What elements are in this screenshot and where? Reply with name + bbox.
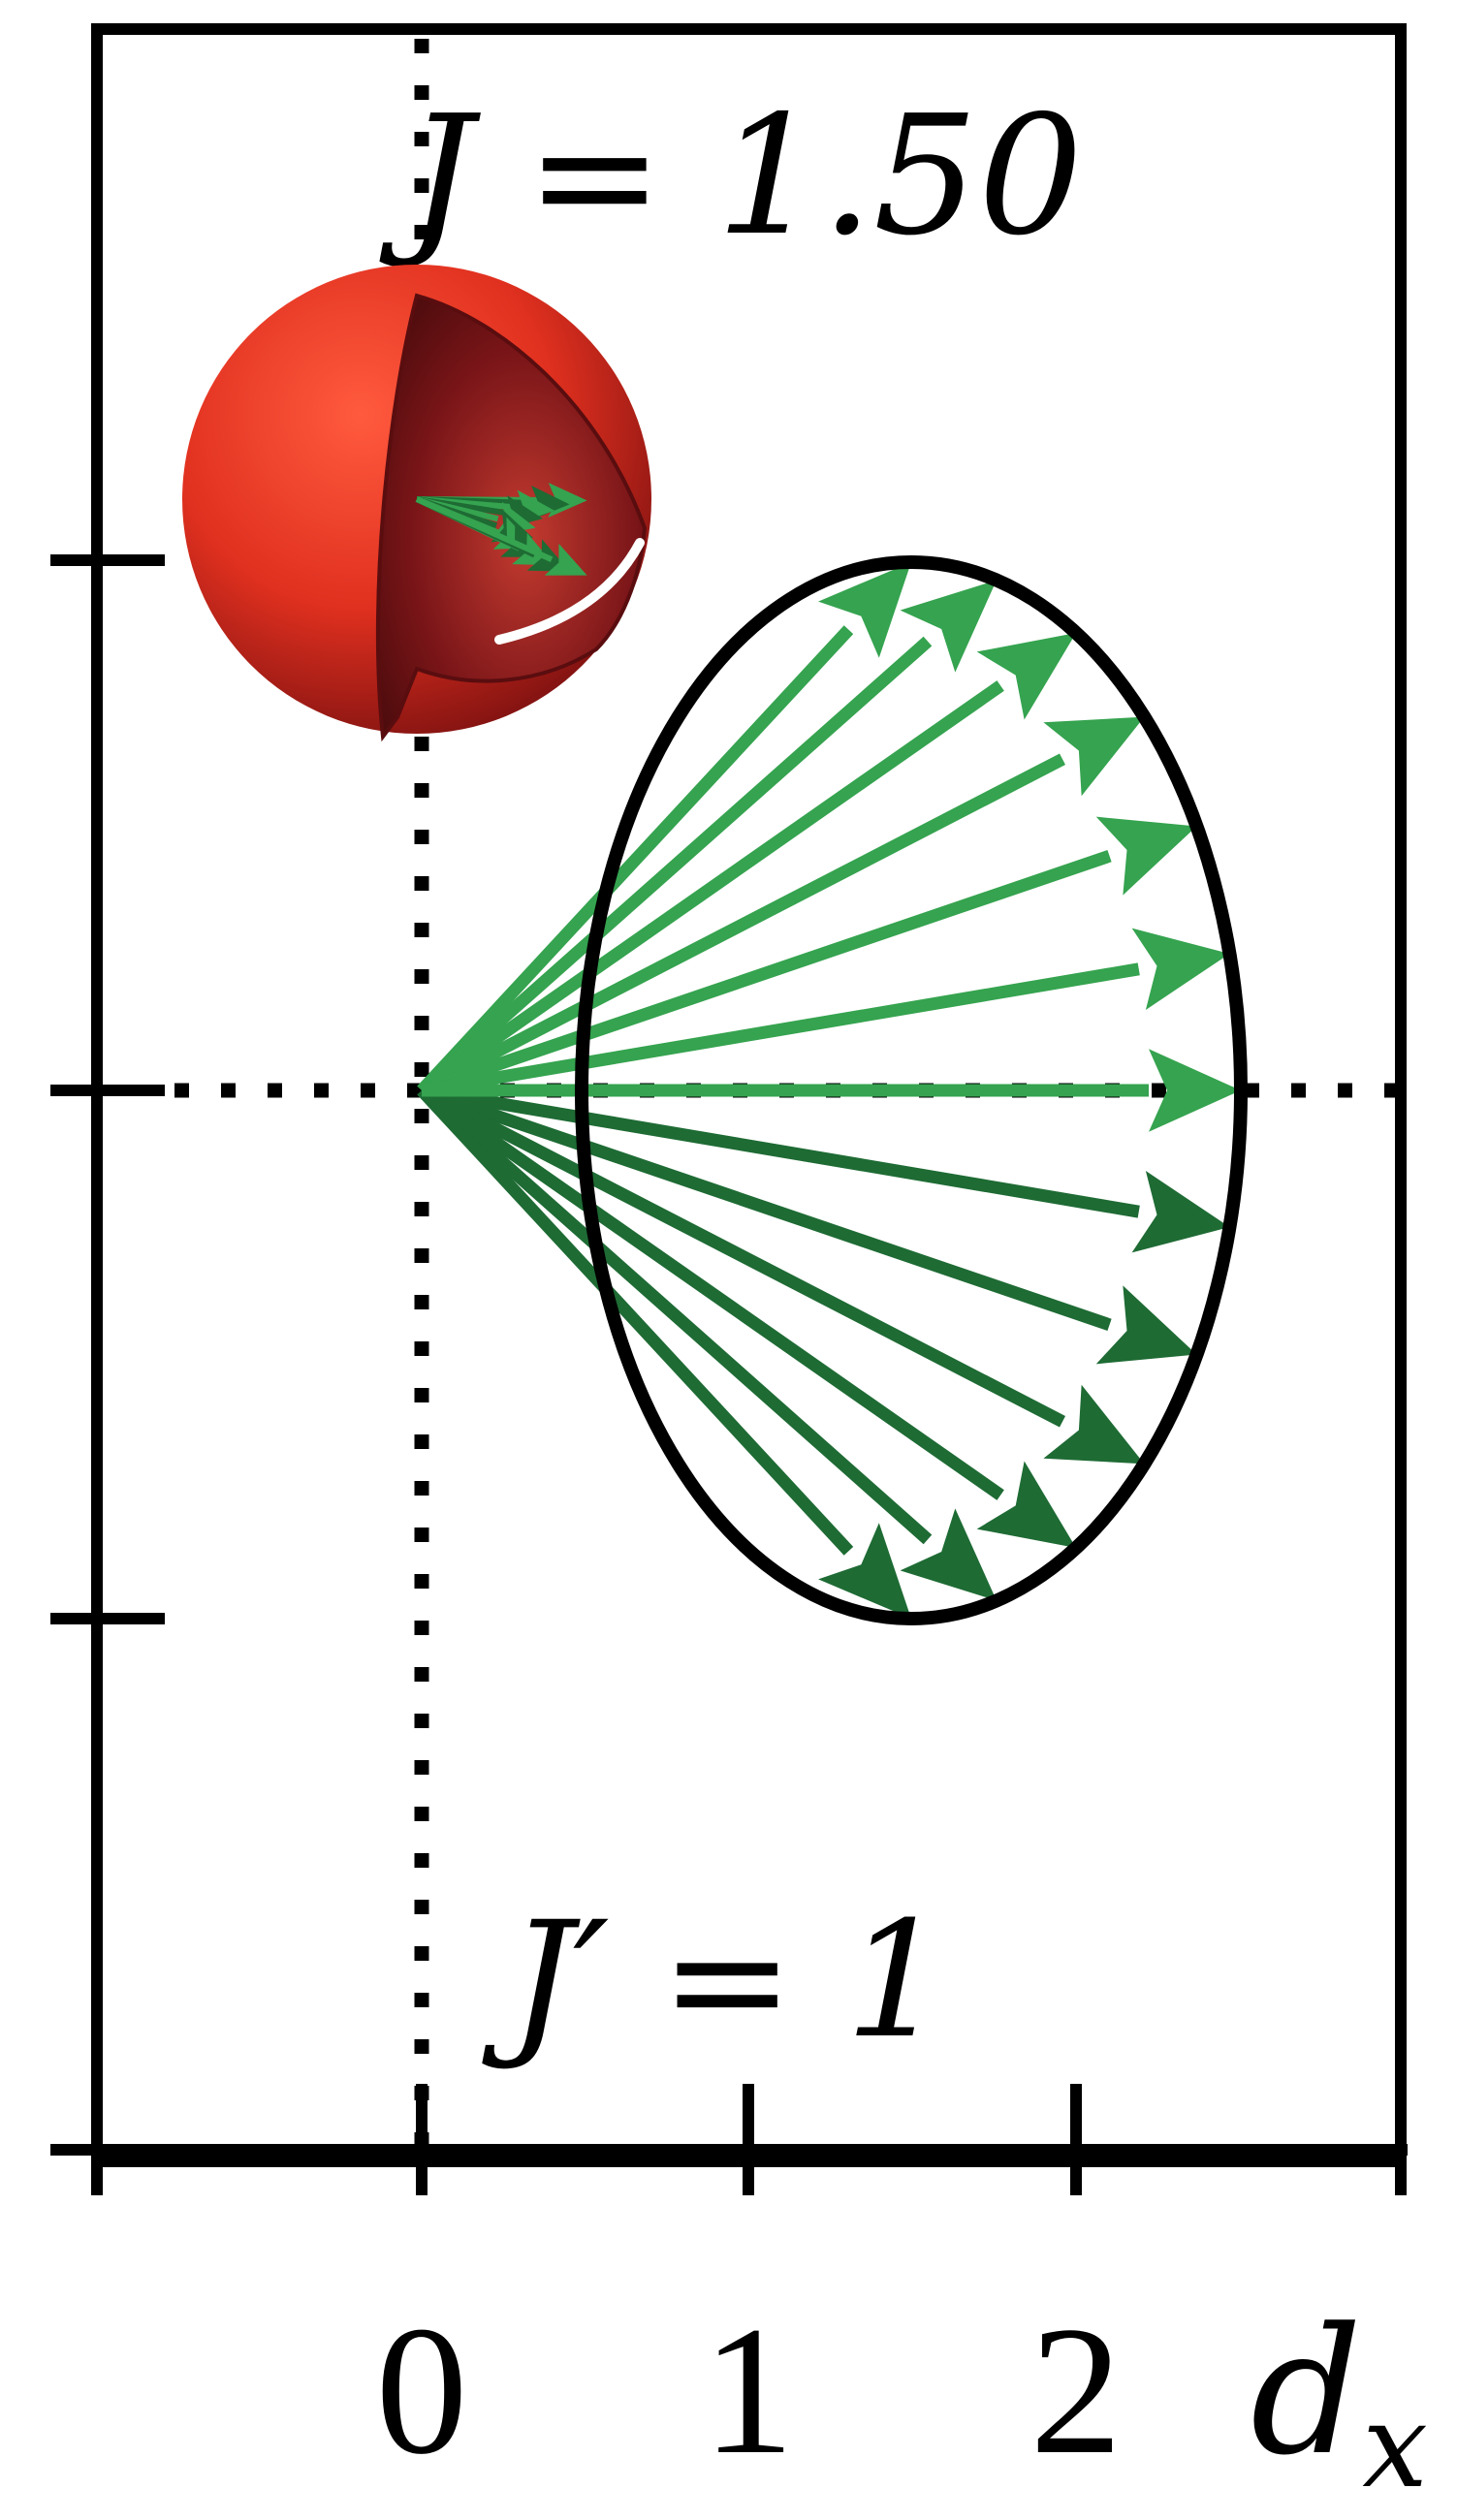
- arrow-lower-4-head: [900, 1508, 997, 1601]
- arrow-lower-1-shaft: [419, 1084, 1112, 1332]
- arrow-upper-2-head: [976, 633, 1076, 720]
- precession-ellipse: [575, 555, 1248, 1625]
- inner-arrow-10-head: [544, 543, 587, 576]
- arrow-lower-5-shaft: [417, 1086, 854, 1556]
- arrow-upper-3-shaft: [419, 753, 1066, 1096]
- x-tick-label-0: 0: [376, 2289, 468, 2493]
- arrow-upper-5-head: [1131, 928, 1230, 1010]
- arrow-upper-1-head: [900, 580, 997, 673]
- arrow-upper-1-shaft: [417, 636, 933, 1095]
- x-axis-label: dx: [1251, 2291, 1428, 2514]
- arrow-lower-5-head: [818, 1523, 911, 1619]
- arrow-upper-2-shaft: [418, 680, 1004, 1096]
- y-ticks: [50, 554, 165, 2156]
- arrow-lower-1-head: [1095, 1285, 1197, 1365]
- jprime-label: J′ = 1: [482, 1887, 947, 2073]
- arrow-lower-2-shaft: [419, 1085, 1066, 1428]
- j-label: J = 1.50: [379, 80, 1083, 272]
- x-tick-label-2: 2: [1030, 2289, 1123, 2493]
- inner-arrow-10-shaft: [415, 496, 554, 563]
- x-axis: [50, 2084, 1408, 2195]
- arrow-lower-0-shaft: [420, 1084, 1140, 1218]
- arrow-lower-3-shaft: [418, 1085, 1004, 1500]
- arrow-upper-4-shaft: [419, 849, 1112, 1097]
- arrow-upper-0-head: [818, 562, 911, 658]
- arrow-lower-3-head: [976, 1461, 1076, 1548]
- arrow-upper-5-shaft: [420, 962, 1140, 1097]
- arrow-upper-0-shaft: [417, 625, 854, 1095]
- arrow-lower-4-shaft: [417, 1086, 933, 1545]
- x-tick-label-1: 1: [703, 2289, 795, 2493]
- arrow-lower-2-head: [1043, 1384, 1145, 1465]
- angular-momentum-arrows: [417, 562, 1241, 1619]
- arrow-upper-6-head: [1149, 1049, 1241, 1132]
- arrow-lower-0-head: [1131, 1171, 1230, 1253]
- arrow-upper-3-head: [1043, 716, 1145, 797]
- inner-arc: [494, 538, 645, 645]
- sphere-inset: [182, 265, 651, 742]
- inner-arrows: [415, 483, 587, 576]
- arrow-upper-4-head: [1095, 816, 1197, 896]
